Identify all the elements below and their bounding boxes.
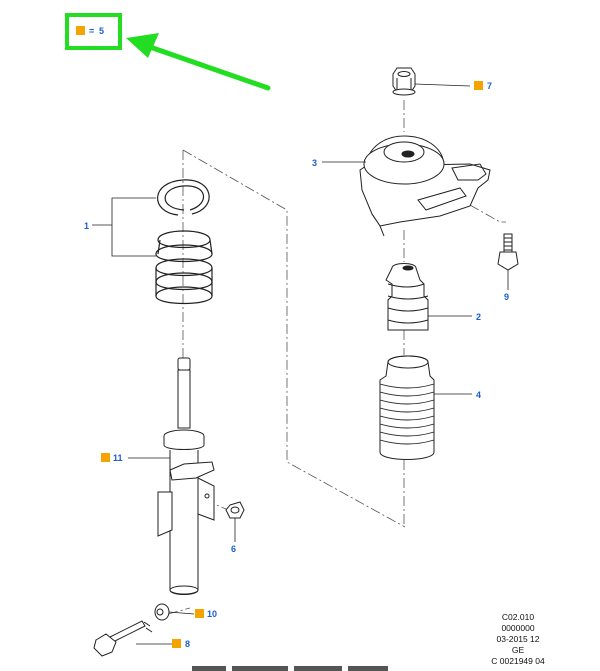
callout-1[interactable]: 1 (84, 221, 89, 231)
strut-body-part[interactable] (157, 357, 215, 595)
callout-4-label: 4 (476, 390, 481, 400)
lower-nut-part[interactable] (225, 501, 245, 519)
legend-box[interactable]: = 5 (65, 13, 122, 50)
coil-spring-part[interactable] (155, 179, 213, 305)
callout-6-label: 6 (231, 544, 236, 554)
reference-line-5: C 0021949 04 (491, 656, 545, 666)
callout-9[interactable]: 9 (504, 292, 509, 302)
callout-1-label: 1 (84, 221, 89, 231)
dust-boot-part[interactable] (379, 355, 435, 460)
bump-stop-part[interactable] (385, 263, 429, 331)
callout-3-label: 3 (312, 158, 317, 168)
callout-8[interactable]: 8 (172, 639, 190, 649)
legend-marker-square (76, 26, 85, 35)
cut-off-caption (192, 666, 388, 671)
callout-7[interactable]: 7 (474, 81, 492, 91)
bolt-part[interactable] (93, 620, 153, 657)
reference-block: C02.010 0000000 03-2015 12 GE C 0021949 … (491, 612, 545, 666)
callout-3[interactable]: 3 (312, 158, 317, 168)
callout-10-label: 10 (207, 609, 217, 619)
legend-value: 5 (99, 26, 104, 36)
top-mount-part[interactable] (359, 135, 491, 237)
callout-2-label: 2 (476, 312, 481, 322)
callout-8-label: 8 (185, 639, 190, 649)
callout-7-marker (474, 81, 483, 90)
stud-bolt-part[interactable] (497, 233, 519, 271)
reference-line-2: 0000000 (501, 623, 534, 633)
leader-lines (92, 83, 509, 645)
reference-line-4: GE (512, 645, 525, 655)
callout-10[interactable]: 10 (195, 609, 217, 619)
legend-highlight-frame (65, 13, 122, 50)
callout-6[interactable]: 6 (231, 544, 236, 554)
top-nut-part[interactable] (392, 67, 416, 96)
callout-11[interactable]: 11 (101, 453, 123, 463)
washer-nut-part[interactable] (154, 603, 170, 621)
green-arrow (126, 33, 271, 91)
reference-line-1: C02.010 (502, 612, 534, 622)
callout-9-label: 9 (504, 292, 509, 302)
callout-7-label: 7 (487, 81, 492, 91)
callout-8-marker (172, 639, 181, 648)
callout-11-marker (101, 453, 110, 462)
callout-11-label: 11 (113, 453, 123, 463)
reference-line-3: 03-2015 12 (496, 634, 539, 644)
callout-4[interactable]: 4 (476, 390, 481, 400)
legend-equals: = (89, 26, 94, 36)
callout-2[interactable]: 2 (476, 312, 481, 322)
callout-10-marker (195, 609, 204, 618)
